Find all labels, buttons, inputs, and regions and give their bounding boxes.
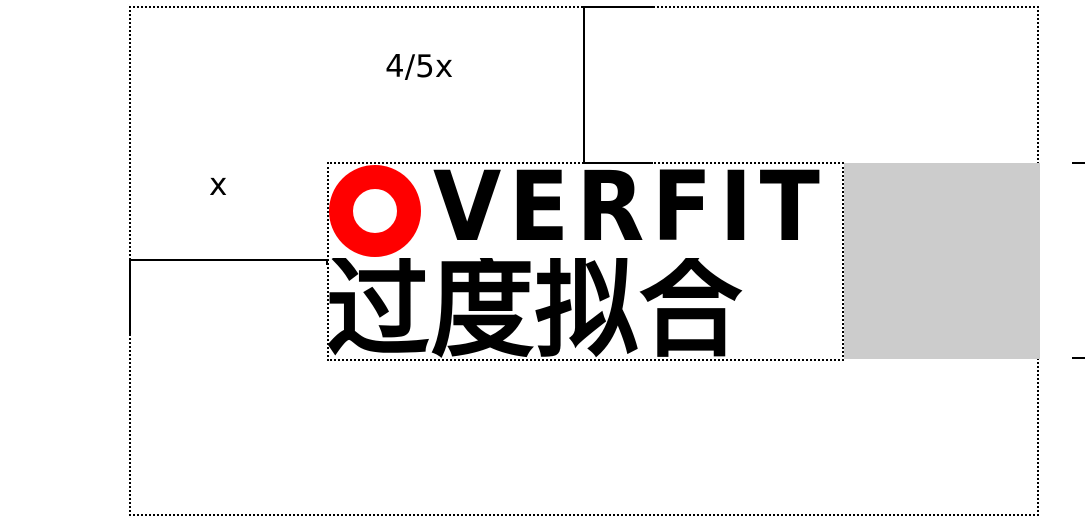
right-tick-bottom [1072,357,1085,359]
right-tick-top [1072,162,1085,164]
red-ring-icon [329,165,421,257]
width-measure-label: 4/5x [385,49,454,85]
logo-chinese-text: 过度拟合 [326,258,743,360]
logo-wordmark-text: VERFIT [433,163,828,259]
logo-wordmark: VERFIT [329,163,841,259]
left-connector-horizontal [129,259,328,261]
logo-bounding-box [327,162,844,361]
left-connector-vertical-left [129,259,131,334]
top-connector-vertical [583,6,585,163]
logo-height-block [844,163,1040,359]
top-connector-horizontal-top [583,6,653,8]
height-measure-label: x [209,167,228,203]
